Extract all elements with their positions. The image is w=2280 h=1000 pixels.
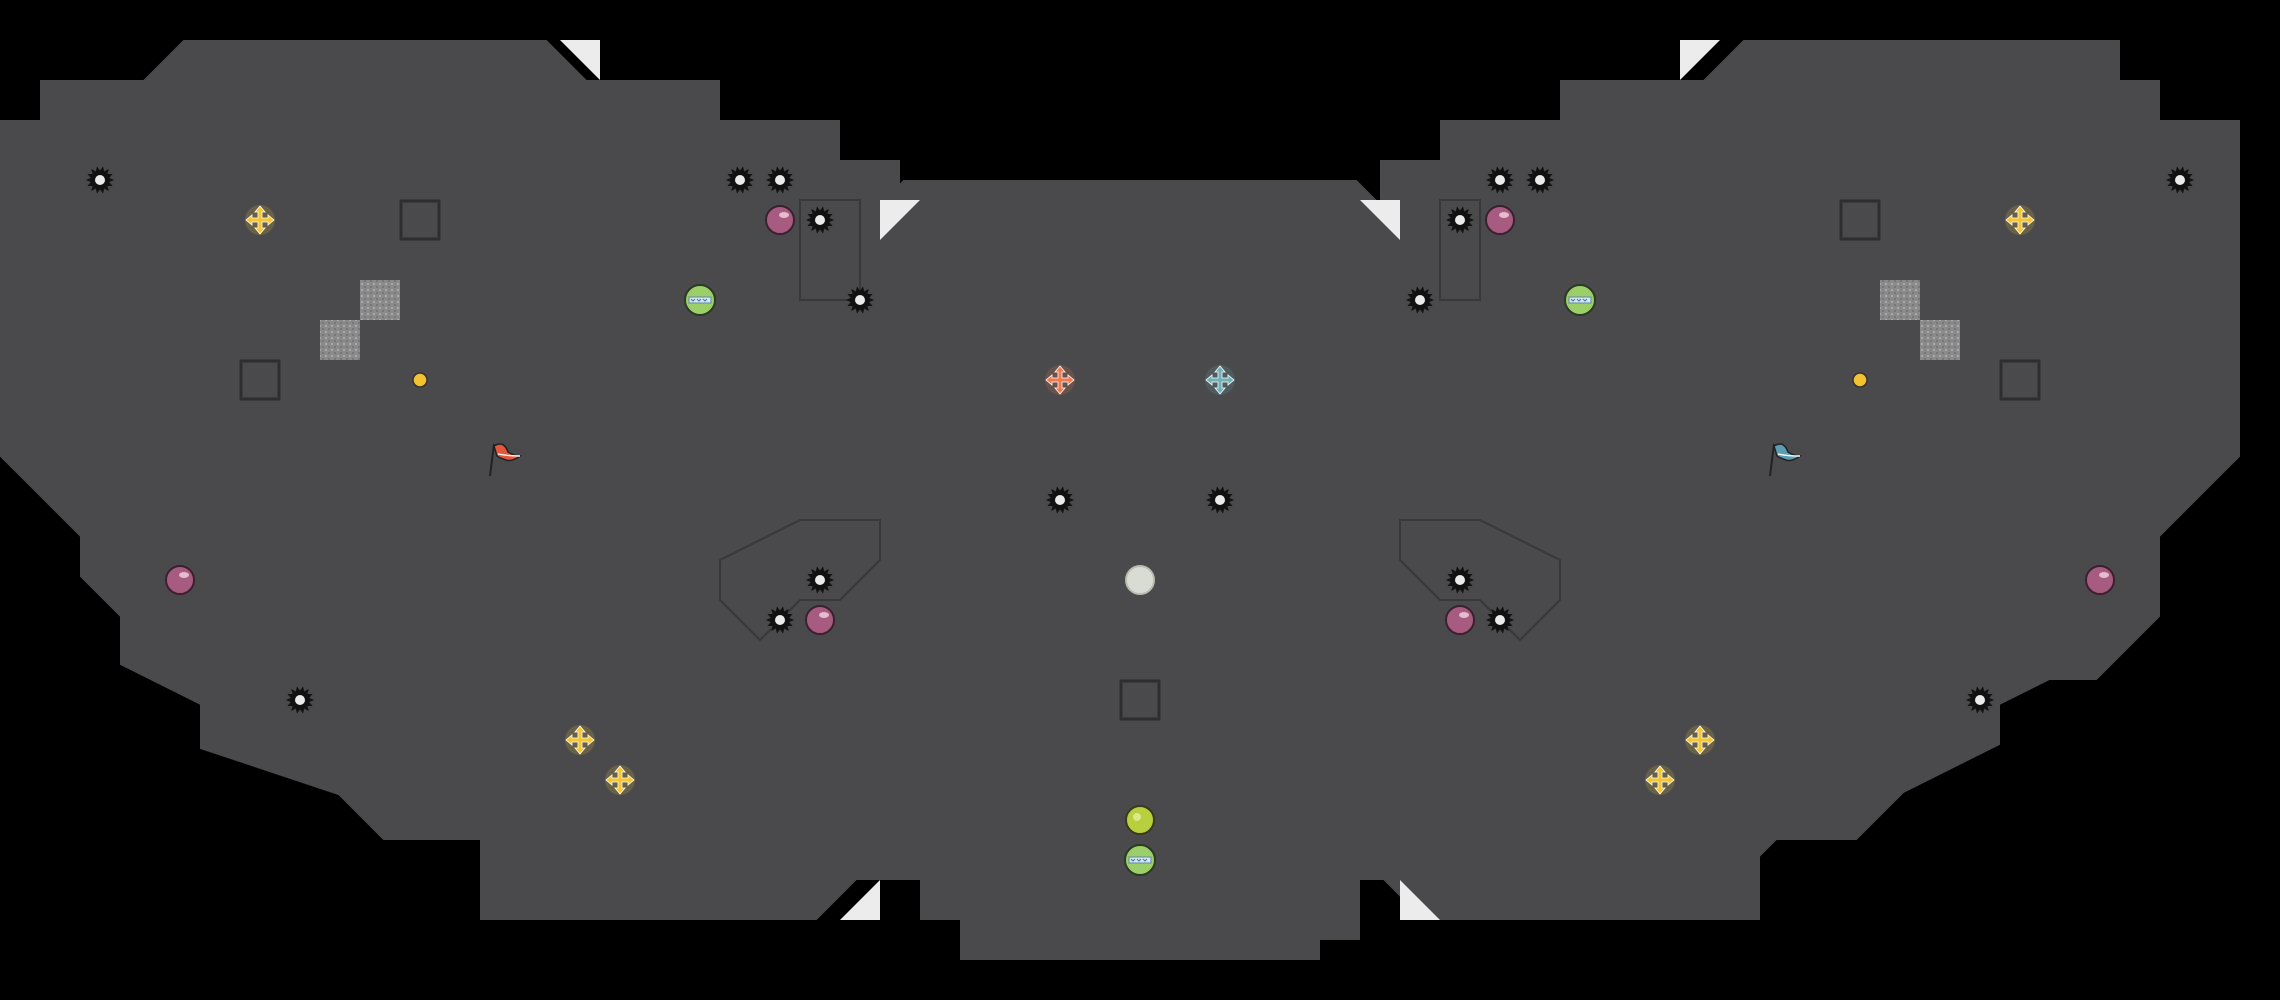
wall-layer <box>0 40 2240 960</box>
spike-icon <box>766 166 794 194</box>
wall-corner <box>1360 200 1400 240</box>
wall-block <box>399 199 441 241</box>
button-icon <box>1852 372 1868 388</box>
boost-icon <box>1685 725 1715 755</box>
spike-icon <box>1446 566 1474 594</box>
portal-icon <box>684 284 716 316</box>
spike-icon <box>286 686 314 714</box>
powerup-icon <box>1485 205 1515 235</box>
boost-icon <box>1045 365 1075 395</box>
inner-wall <box>719 519 881 642</box>
wall-block <box>1119 679 1161 721</box>
wall-corner <box>840 880 880 920</box>
spike-icon <box>1966 686 1994 714</box>
spike-icon <box>1206 486 1234 514</box>
wall-corner <box>880 200 920 240</box>
boost-icon <box>605 765 635 795</box>
spike-icon <box>1446 206 1474 234</box>
outer-wall <box>0 40 2240 960</box>
gravel-tile <box>320 320 360 360</box>
spike-icon <box>806 566 834 594</box>
wall-corner <box>560 40 600 80</box>
powerup-icon <box>2085 565 2115 595</box>
spike-icon <box>726 166 754 194</box>
spike-icon <box>86 166 114 194</box>
wall-corner <box>1680 40 1720 80</box>
boost-icon <box>1645 765 1675 795</box>
powerup-icon <box>1445 605 1475 635</box>
spike-icon <box>1406 286 1434 314</box>
gravel-tile <box>360 280 400 320</box>
gravel-tile <box>1920 320 1960 360</box>
item-layer <box>86 166 2194 876</box>
powerup-icon <box>805 605 835 635</box>
wall-block <box>239 359 281 401</box>
wall-block <box>1999 359 2041 401</box>
boost-icon <box>245 205 275 235</box>
spike-icon <box>1486 606 1514 634</box>
spike-icon <box>806 206 834 234</box>
block-layer <box>239 199 2041 721</box>
spawn-marker-icon <box>1125 565 1155 595</box>
boost-icon <box>2005 205 2035 235</box>
portal-icon <box>1124 844 1156 876</box>
bomb-icon <box>1125 805 1155 835</box>
spike-icon <box>846 286 874 314</box>
boost-icon <box>565 725 595 755</box>
wall-corner <box>1400 880 1440 920</box>
blue-flag-icon <box>1769 443 1803 477</box>
spike-icon <box>1046 486 1074 514</box>
spike-icon <box>1526 166 1554 194</box>
gravel-tile <box>1880 280 1920 320</box>
button-icon <box>412 372 428 388</box>
red-flag-icon <box>489 443 523 477</box>
spike-icon <box>1486 166 1514 194</box>
boost-icon <box>1205 365 1235 395</box>
spike-icon <box>766 606 794 634</box>
wall-block <box>1839 199 1881 241</box>
spike-icon <box>2166 166 2194 194</box>
powerup-icon <box>165 565 195 595</box>
powerup-icon <box>765 205 795 235</box>
portal-icon <box>1564 284 1596 316</box>
inner-wall <box>1399 519 1561 642</box>
